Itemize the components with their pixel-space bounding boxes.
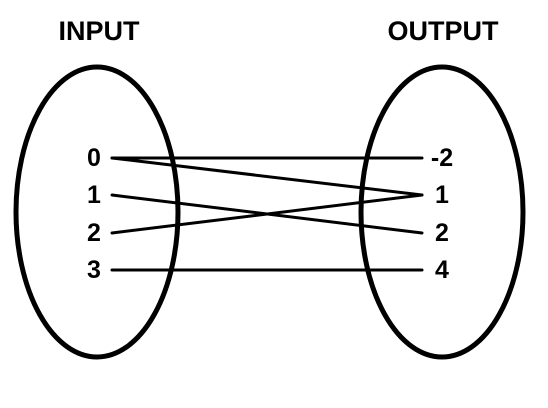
input-value-1: 1 [87, 181, 101, 209]
output-value-3: 4 [435, 256, 449, 284]
output-value-0: -2 [431, 144, 453, 172]
mapping-line-2-to-1 [110, 193, 424, 235]
output-heading: OUTPUT [388, 16, 500, 46]
output-oval [358, 64, 526, 360]
output-value-1: 1 [435, 181, 449, 209]
input-value-2: 2 [87, 219, 101, 247]
input-heading: INPUT [59, 16, 141, 46]
input-oval [13, 64, 181, 360]
mapping-line-0-to-1 [110, 156, 424, 197]
output-value-2: 2 [435, 219, 449, 247]
input-value-0: 0 [87, 144, 101, 172]
mapping-lines [110, 156, 424, 272]
input-value-3: 3 [87, 256, 101, 284]
